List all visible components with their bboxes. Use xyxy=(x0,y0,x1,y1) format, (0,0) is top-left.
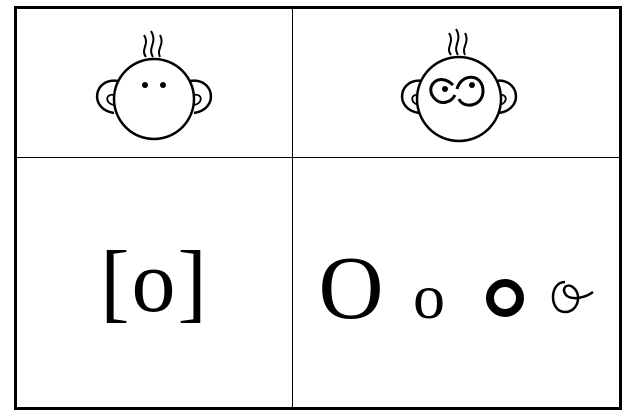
row-divider xyxy=(17,157,619,158)
round-mouth-face-icon xyxy=(401,28,517,143)
bold-lowercase-o: o xyxy=(486,279,524,317)
uppercase-o: O xyxy=(319,239,384,338)
neutral-face-icon xyxy=(96,30,212,141)
letter-forms-cell: O o o o xyxy=(293,158,619,407)
round-mouth-face-cell xyxy=(293,9,619,157)
phonics-card: [o] O o o o xyxy=(14,6,622,410)
neutral-face-cell xyxy=(17,9,292,157)
phoneme-cell: [o] xyxy=(17,158,292,407)
lowercase-o: o xyxy=(413,261,445,332)
column-divider xyxy=(292,9,293,407)
phoneme-label: [o] xyxy=(100,233,209,331)
script-lowercase-o: o xyxy=(551,280,594,314)
